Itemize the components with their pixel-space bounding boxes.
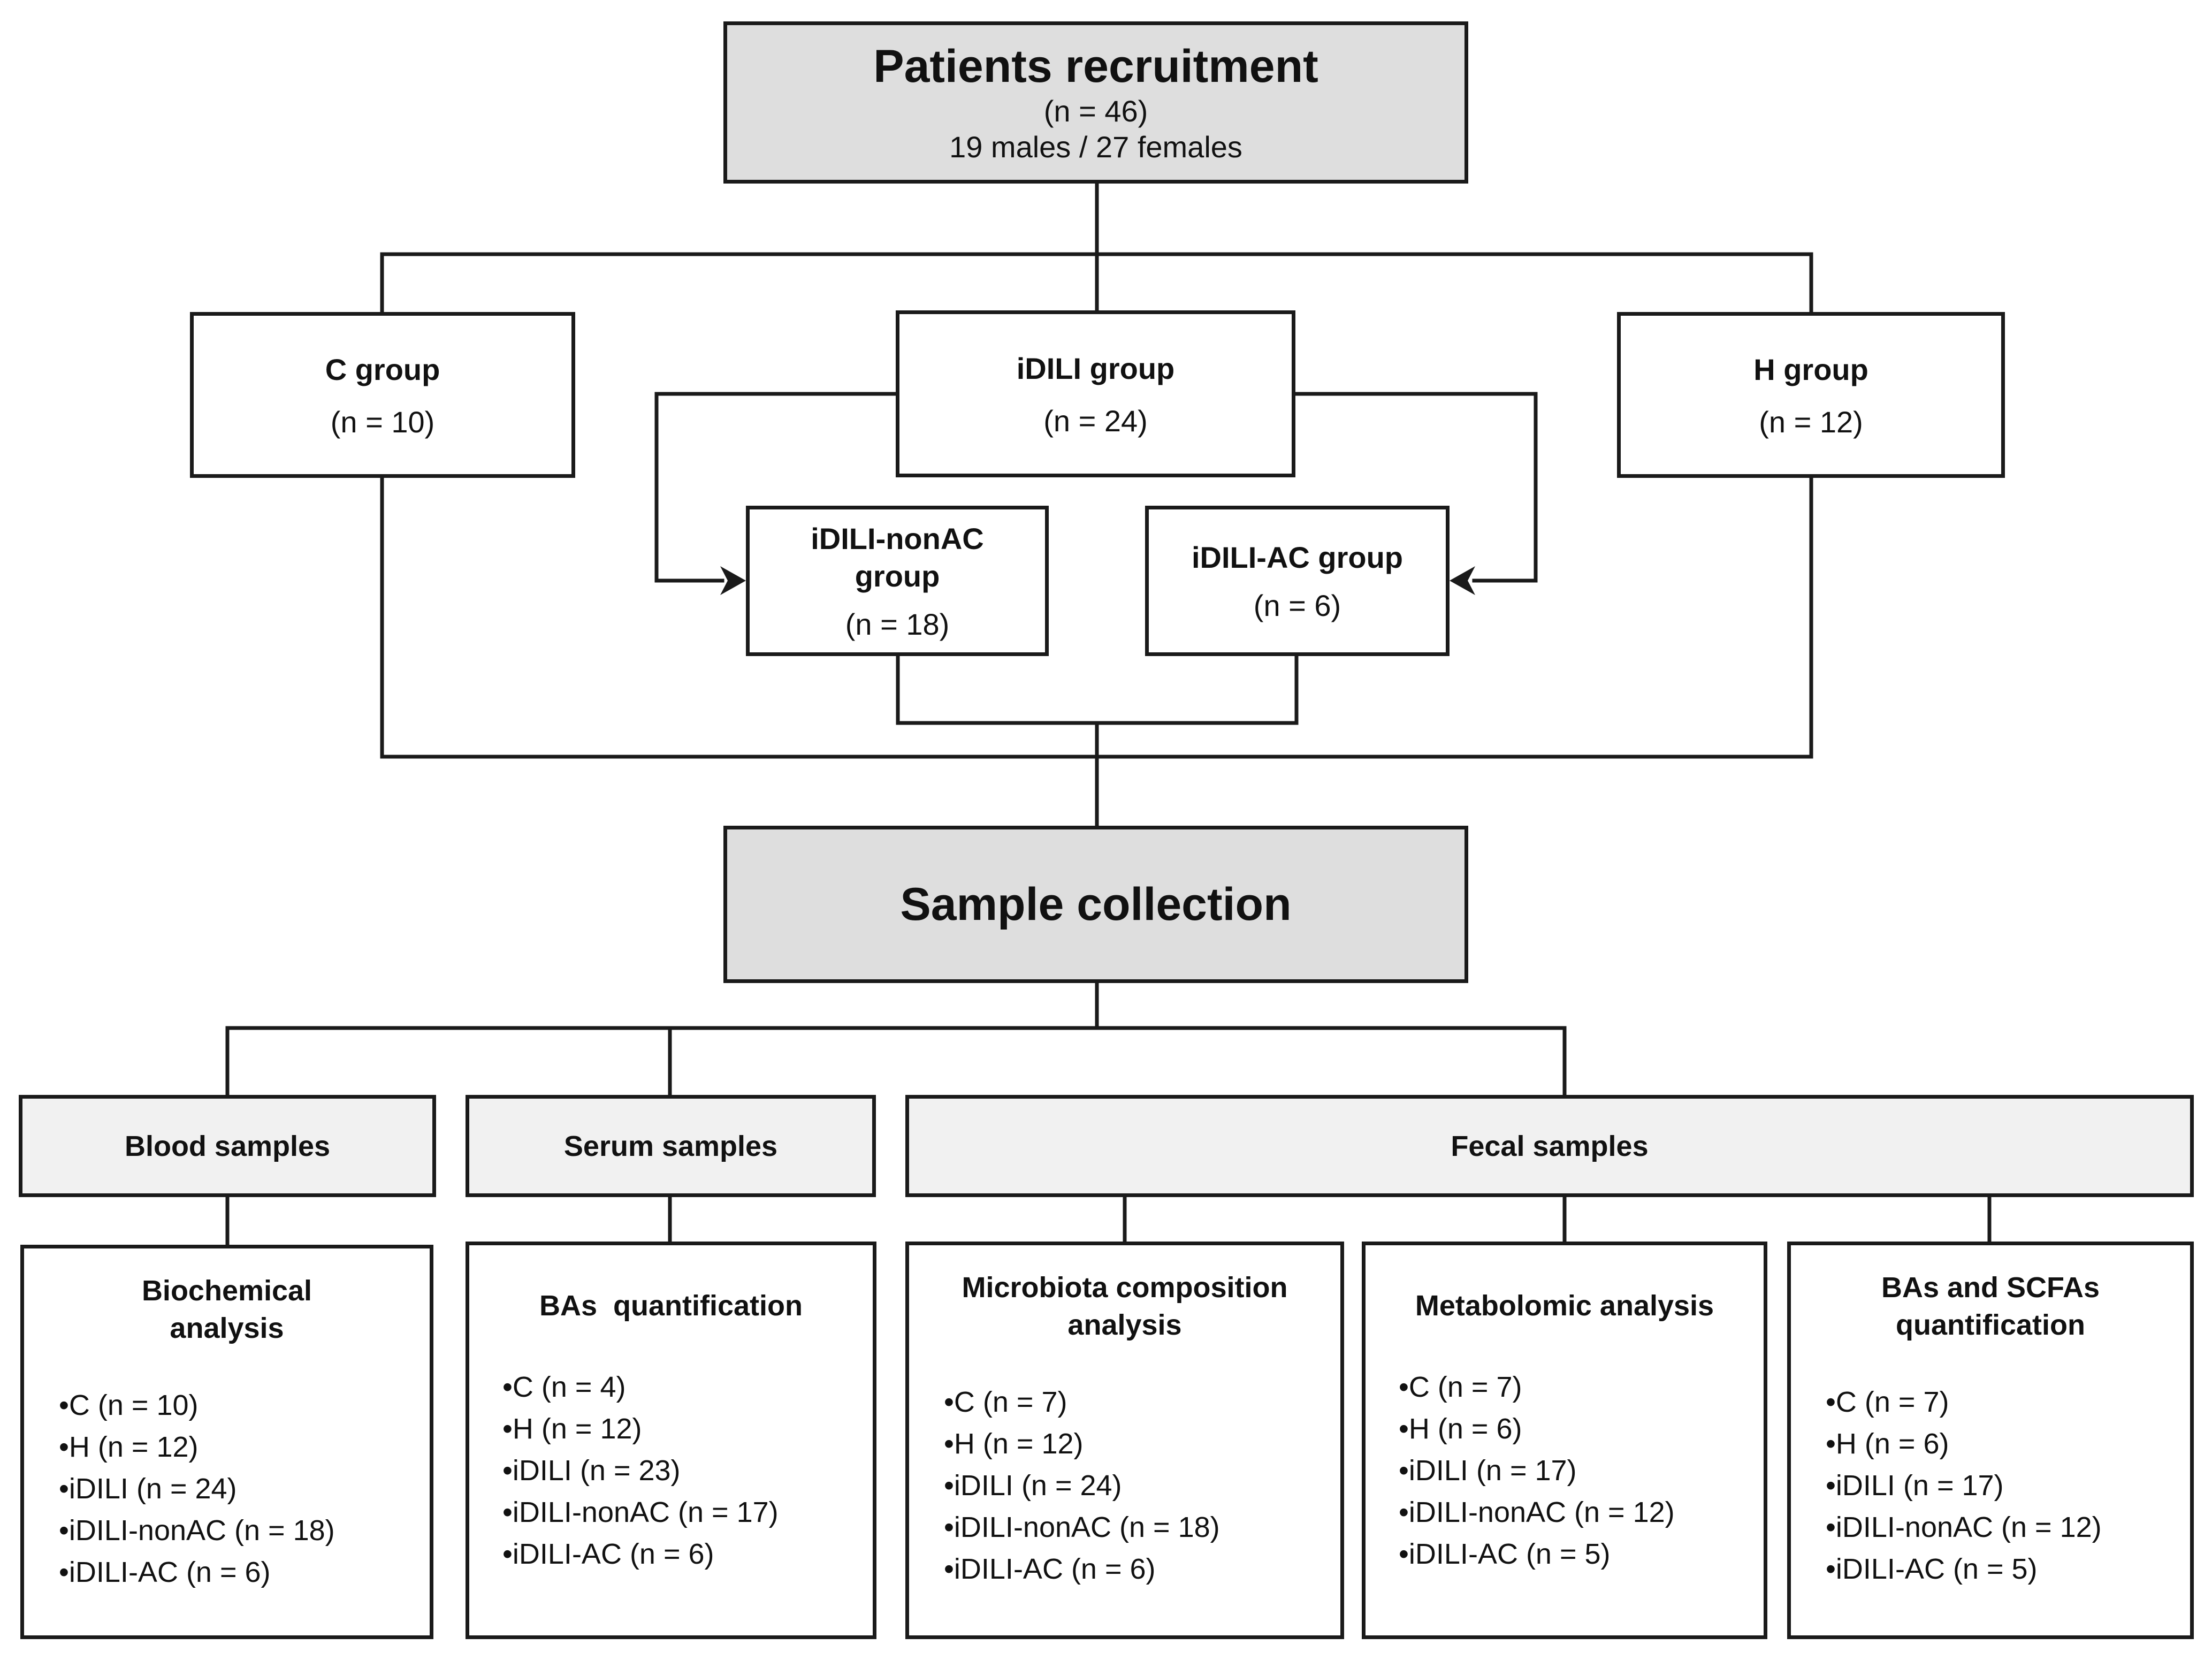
serum-samples-box: Serum samples xyxy=(466,1095,876,1197)
idili-group-count: (n = 24) xyxy=(1043,403,1148,438)
list-item: iDILI-AC (n = 6) xyxy=(502,1533,873,1575)
idili-ac-title: iDILI-AC group xyxy=(1191,540,1404,574)
list-item: C (n = 7) xyxy=(1826,1381,2190,1423)
list-item: H (n = 6) xyxy=(1399,1408,1764,1450)
list-item: H (n = 6) xyxy=(1826,1423,2190,1465)
idili-group-box: iDILI group (n = 24) xyxy=(896,310,1295,477)
analysis-title-line2: quantification xyxy=(1896,1309,2085,1342)
idili-nonac-title-line2: group xyxy=(855,559,940,593)
list-item: C (n = 7) xyxy=(944,1381,1340,1423)
analysis-title-line2: analysis xyxy=(170,1312,284,1345)
h-group-title: H group xyxy=(1753,352,1868,386)
idili-group-title: iDILI group xyxy=(1016,351,1175,385)
idili-ac-group-box: iDILI-AC group (n = 6) xyxy=(1145,506,1450,656)
h-group-count: (n = 12) xyxy=(1759,405,1863,439)
list-item: C (n = 4) xyxy=(502,1366,873,1408)
list-item: iDILI-nonAC (n = 18) xyxy=(944,1506,1340,1548)
h-group-box: H group (n = 12) xyxy=(1617,312,2005,478)
list-item: H (n = 12) xyxy=(59,1426,430,1468)
idili-nonac-group-box: iDILI-nonAC group (n = 18) xyxy=(746,506,1049,656)
arrowhead-right xyxy=(720,566,746,595)
list-item: H (n = 12) xyxy=(502,1408,873,1450)
analysis-title-line2: analysis xyxy=(1067,1309,1182,1342)
group-count-list: C (n = 7) H (n = 6) iDILI (n = 17) iDILI… xyxy=(1791,1381,2190,1590)
list-item: iDILI (n = 17) xyxy=(1399,1450,1764,1491)
blood-samples-box: Blood samples xyxy=(19,1095,436,1197)
group-count-list: C (n = 7) H (n = 12) iDILI (n = 24) iDIL… xyxy=(909,1381,1340,1590)
microbiota-analysis-box: Microbiota composition analysis C (n = 7… xyxy=(905,1242,1344,1639)
list-item: C (n = 10) xyxy=(59,1384,430,1426)
bas-scfas-quantification-box: BAs and SCFAs quantification C (n = 7) H… xyxy=(1787,1242,2194,1639)
analysis-title-line1: BAs quantification xyxy=(539,1290,803,1322)
analysis-title-line1: Metabolomic analysis xyxy=(1415,1290,1714,1322)
bas-quantification-box: BAs quantification C (n = 4) H (n = 12) … xyxy=(466,1242,876,1639)
recruitment-sex-ratio: 19 males / 27 females xyxy=(949,130,1242,164)
list-item: iDILI-AC (n = 5) xyxy=(1826,1548,2190,1590)
list-item: iDILI (n = 24) xyxy=(944,1465,1340,1506)
recruitment-title: Patients recruitment xyxy=(873,40,1318,92)
list-item: H (n = 12) xyxy=(944,1423,1340,1465)
biochemical-analysis-box: Biochemical analysis C (n = 10) H (n = 1… xyxy=(20,1245,433,1639)
c-group-title: C group xyxy=(325,352,440,386)
list-item: iDILI-nonAC (n = 12) xyxy=(1826,1506,2190,1548)
group-count-list: C (n = 7) H (n = 6) iDILI (n = 17) iDILI… xyxy=(1366,1366,1764,1575)
sample-collection-title: Sample collection xyxy=(900,878,1292,930)
metabolomic-analysis-box: Metabolomic analysis C (n = 7) H (n = 6)… xyxy=(1362,1242,1767,1639)
serum-samples-label: Serum samples xyxy=(563,1130,778,1162)
c-group-box: C group (n = 10) xyxy=(190,312,575,478)
list-item: iDILI-AC (n = 5) xyxy=(1399,1533,1764,1575)
idili-nonac-count: (n = 18) xyxy=(845,607,950,641)
recruitment-box: Patients recruitment (n = 46) 19 males /… xyxy=(723,21,1468,184)
list-item: iDILI-AC (n = 6) xyxy=(944,1548,1340,1590)
list-item: iDILI-nonAC (n = 18) xyxy=(59,1510,430,1551)
idili-ac-count: (n = 6) xyxy=(1253,589,1341,622)
idili-nonac-title-line1: iDILI-nonAC xyxy=(811,522,984,555)
c-group-count: (n = 10) xyxy=(330,405,435,439)
list-item: C (n = 7) xyxy=(1399,1366,1764,1408)
blood-samples-label: Blood samples xyxy=(124,1130,331,1162)
list-item: iDILI-nonAC (n = 12) xyxy=(1399,1491,1764,1533)
list-item: iDILI (n = 17) xyxy=(1826,1465,2190,1506)
list-item: iDILI-AC (n = 6) xyxy=(59,1551,430,1593)
analysis-title-line1: Microbiota composition xyxy=(962,1271,1288,1304)
recruitment-count: (n = 46) xyxy=(1043,94,1148,128)
group-count-list: C (n = 4) H (n = 12) iDILI (n = 23) iDIL… xyxy=(469,1366,873,1575)
list-item: iDILI (n = 24) xyxy=(59,1468,430,1510)
list-item: iDILI (n = 23) xyxy=(502,1450,873,1491)
analysis-title-line1: Biochemical xyxy=(141,1275,312,1307)
sample-collection-box: Sample collection xyxy=(723,826,1468,983)
list-item: iDILI-nonAC (n = 17) xyxy=(502,1491,873,1533)
arrowhead-left xyxy=(1450,566,1475,595)
group-count-list: C (n = 10) H (n = 12) iDILI (n = 24) iDI… xyxy=(24,1384,430,1593)
fecal-samples-label: Fecal samples xyxy=(1451,1130,1649,1162)
fecal-samples-box: Fecal samples xyxy=(905,1095,2194,1197)
analysis-title-line1: BAs and SCFAs xyxy=(1881,1271,2100,1304)
